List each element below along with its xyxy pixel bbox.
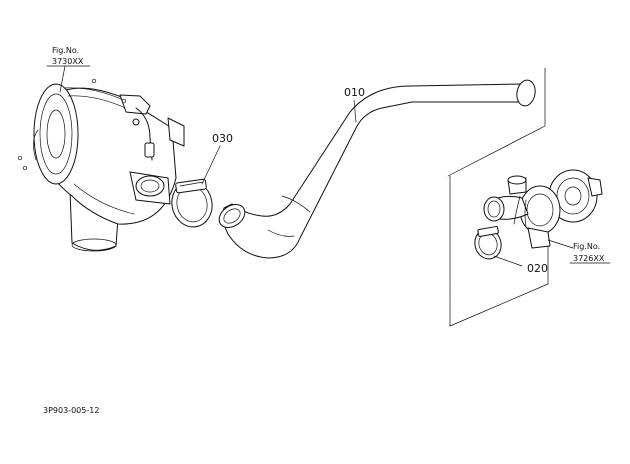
fig-ref-turbocharger[interactable]: Fig.No. 3726XX — [547, 239, 611, 264]
part-ref-010: 010 — [344, 86, 365, 99]
fig-ref-air-cleaner[interactable]: Fig.No. 3730XX — [46, 46, 91, 93]
callout-010[interactable]: 010 — [344, 86, 365, 123]
callout-020[interactable]: 020 — [493, 255, 548, 275]
fig-ref-label: Fig.No. — [573, 242, 600, 251]
drawing-code: 3P903-005-12 — [43, 406, 99, 415]
fig-ref-number: 3730XX — [52, 57, 84, 66]
hose-clamp-icon — [474, 226, 502, 260]
part-ref-030: 030 — [212, 132, 233, 145]
callout-030[interactable]: 030 — [201, 132, 233, 185]
fig-ref-number: 3726XX — [573, 254, 605, 263]
hose-clamp-icon — [171, 178, 213, 228]
hose-icon — [218, 79, 536, 259]
fig-ref-label: Fig.No. — [52, 46, 79, 55]
air-cleaner-icon — [17, 78, 185, 252]
turbocharger-group: 020 Fig.No. 3726XX — [447, 67, 611, 327]
turbocharger-icon — [483, 169, 603, 249]
part-ref-020: 020 — [527, 262, 548, 275]
